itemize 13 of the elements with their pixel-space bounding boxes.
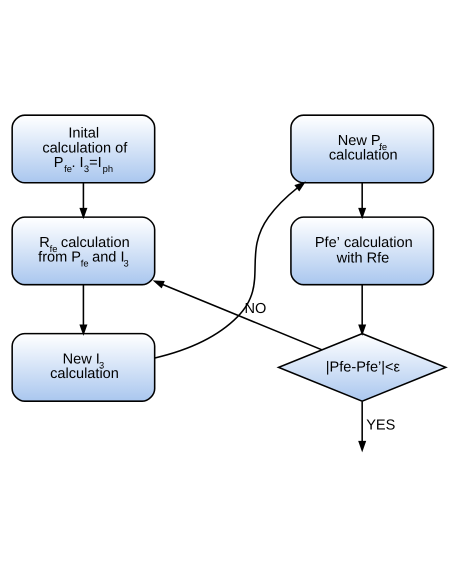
- node-box: Inital calculation of P$_{fe}$. I$_{3}$=I$_{ph}$: [11, 114, 156, 184]
- arrow: [152, 280, 322, 350]
- node-box: New P$_{fe}$ calculation: [290, 114, 434, 184]
- node-box: R$_{fe}$ calculation from P$_{fe}$ and I$_{3}$: [11, 216, 156, 285]
- edge-label: YES: [366, 416, 396, 433]
- arrow: [358, 401, 366, 452]
- arrow: [79, 182, 88, 219]
- arrow: [154, 180, 306, 358]
- arrow: [79, 284, 88, 336]
- node-box: Pfe’ calculation with Rfe: [290, 216, 434, 285]
- arrow: [358, 182, 366, 219]
- arrow: [358, 284, 366, 336]
- node-diamond: |Pfe-Pfe’|<ε: [276, 332, 448, 402]
